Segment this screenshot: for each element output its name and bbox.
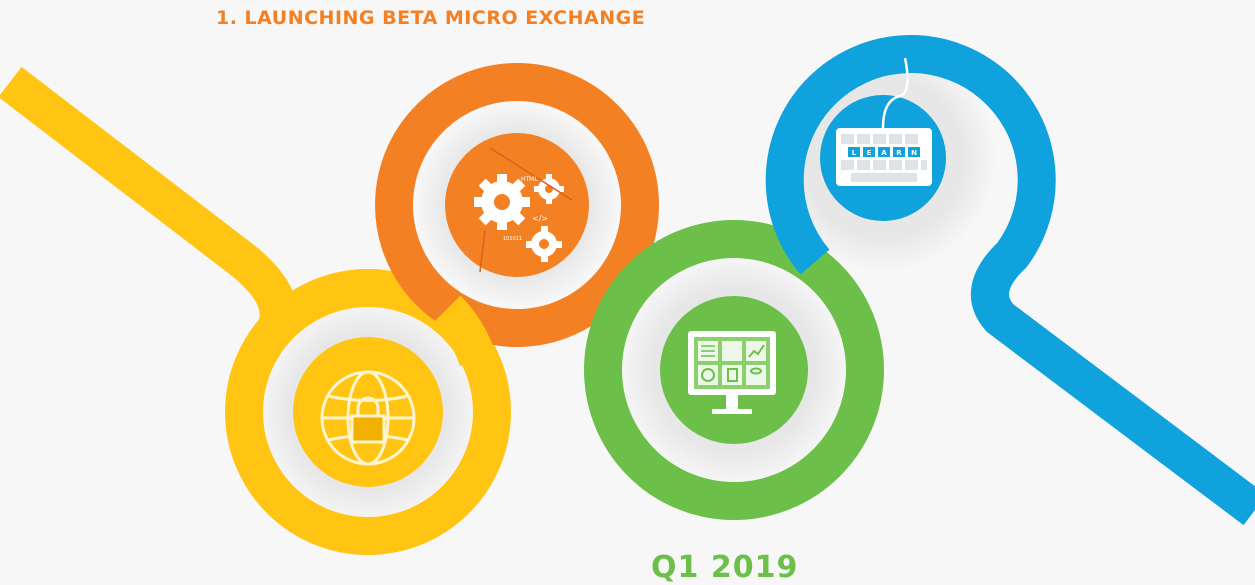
milestone-quarter: Q1 2019 bbox=[651, 550, 799, 585]
security-disc bbox=[293, 337, 443, 487]
code-label-binary: 101011 bbox=[503, 236, 522, 242]
key-label-r: R bbox=[896, 149, 902, 157]
green-road bbox=[584, 220, 884, 520]
yellow-connector bbox=[433, 295, 497, 367]
key-label-n: N bbox=[911, 149, 917, 157]
key-label-a: A bbox=[881, 149, 887, 157]
orange-road bbox=[375, 63, 659, 347]
code-label-tag: </> bbox=[532, 214, 548, 223]
key-label-e: E bbox=[867, 149, 872, 157]
globe-lock-icon bbox=[320, 370, 416, 466]
keyboard-learn-icon bbox=[836, 57, 932, 186]
code-label-html: HTML bbox=[521, 176, 538, 183]
yellow-road bbox=[0, 66, 511, 555]
milestone-heading: 1. LAUNCHING BETA MICRO EXCHANGE bbox=[216, 7, 646, 29]
key-label-l: L bbox=[852, 149, 857, 157]
monitor-dashboard-icon bbox=[688, 331, 776, 414]
blue-road bbox=[765, 35, 1255, 526]
